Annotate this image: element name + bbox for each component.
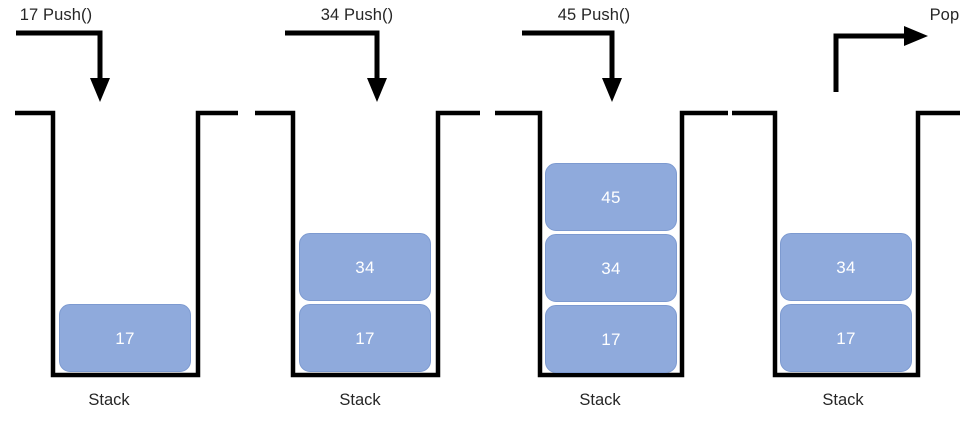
stack-caption-3: Stack — [579, 391, 621, 409]
stack-caption-1: Stack — [88, 391, 130, 409]
pop-arrow — [833, 26, 928, 92]
stack-container-4 — [732, 110, 960, 378]
stack-caption-4: Stack — [822, 391, 864, 409]
stack-container-1 — [15, 110, 238, 378]
panel-push-34: 34 Push() 34 17 Stack — [240, 0, 480, 425]
stack-blocks-2: 34 17 — [240, 0, 480, 425]
push-arrow-45 — [522, 30, 622, 102]
panel-push-45: 45 Push() 45 34 17 Stack — [480, 0, 728, 425]
stack-block: 17 — [299, 304, 431, 372]
stack-block: 17 — [59, 304, 191, 372]
push-arrow-17 — [16, 30, 110, 102]
operation-label-push-34: 34 Push() — [320, 6, 394, 24]
push-arrow-34 — [285, 30, 387, 102]
stack-block: 17 — [780, 304, 912, 372]
operation-label-push-17: 17 Push() — [19, 6, 93, 24]
stack-caption-2: Stack — [339, 391, 381, 409]
stack-container-3 — [495, 110, 728, 378]
operation-label-pop: Pop() — [929, 6, 960, 24]
stack-container-2 — [255, 110, 480, 378]
stack-block: 34 — [545, 234, 677, 302]
stack-blocks-1: 17 — [0, 0, 240, 425]
panel-push-17: 17 Push() 17 Stack — [0, 0, 240, 425]
operation-label-push-45: 45 Push() — [557, 6, 631, 24]
stack-block: 17 — [545, 305, 677, 373]
stack-blocks-4: 34 17 — [720, 0, 960, 425]
stack-block: 34 — [299, 233, 431, 301]
stack-block: 45 — [545, 163, 677, 231]
panel-pop: Pop() 34 17 Stack — [720, 0, 960, 425]
stack-blocks-3: 45 34 17 — [480, 0, 720, 425]
stack-block: 34 — [780, 233, 912, 301]
